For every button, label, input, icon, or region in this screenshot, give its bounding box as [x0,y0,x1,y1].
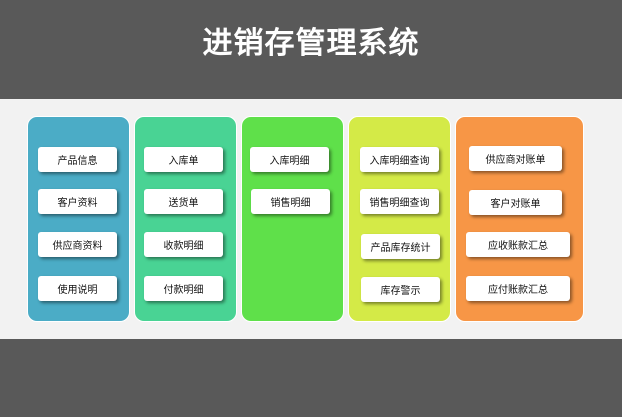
stock-stats-button[interactable]: 产品库存统计 [361,234,440,259]
inbound-query-button[interactable]: 入库明细查询 [360,147,439,172]
payables-summary-button[interactable]: 应付账款汇总 [466,276,570,301]
customer-info-button[interactable]: 客户资料 [38,189,117,214]
instructions-button[interactable]: 使用说明 [38,276,117,301]
supplier-statement-button[interactable]: 供应商对账单 [469,146,562,171]
inbound-details-button[interactable]: 入库明细 [250,147,329,172]
sales-details-button[interactable]: 销售明细 [251,189,330,214]
sales-query-button[interactable]: 销售明细查询 [360,189,439,214]
delivery-order-button[interactable]: 送货单 [144,189,223,214]
page-title: 进销存管理系统 [202,26,420,61]
inbound-order-button[interactable]: 入库单 [144,147,223,172]
receipt-details-button[interactable]: 收款明细 [144,232,223,257]
stock-alert-button[interactable]: 库存警示 [361,277,440,302]
supplier-info-button[interactable]: 供应商资料 [38,232,117,257]
customer-statement-button[interactable]: 客户对账单 [469,190,562,215]
product-info-button[interactable]: 产品信息 [38,147,117,172]
receivables-summary-button[interactable]: 应收账款汇总 [466,232,570,257]
payment-details-button[interactable]: 付款明细 [144,276,223,301]
